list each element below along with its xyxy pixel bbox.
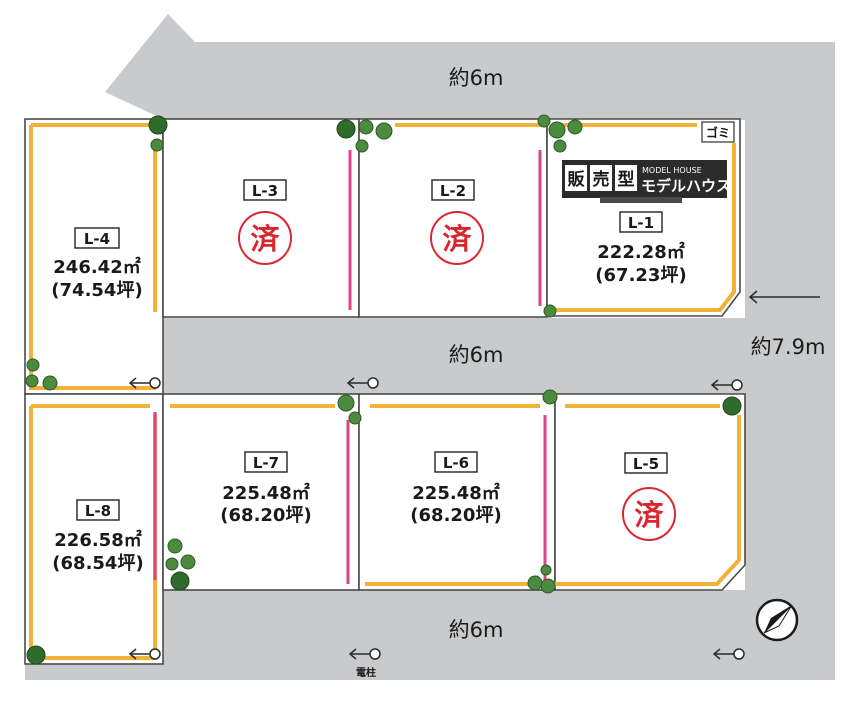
tree-icon: [42, 375, 58, 391]
lot-area-L-1: 222.28㎡: [597, 241, 684, 263]
lot-outlines: [24, 118, 746, 665]
tree-icon: [548, 121, 566, 139]
tree-icon: [375, 122, 393, 140]
lot-tsubo-L-4: (74.54坪): [51, 280, 142, 301]
utility-pole-label: 電柱: [356, 666, 376, 679]
entrance-arrow-icon: [348, 648, 381, 660]
road-bottom: [160, 590, 750, 680]
lot-labels: L-1 222.28㎡ (67.23坪) L-2 済 L-3 済 L-4 246…: [51, 179, 687, 574]
fence-lines: [153, 150, 547, 584]
tree-icon: [542, 389, 558, 405]
model-house-badge: 販 売 型 MODEL HOUSE モデルハウス: [562, 160, 731, 203]
lot-outline-L-7: [162, 393, 360, 591]
tree-icon: [150, 138, 164, 152]
entrance-arrow-icon: [128, 648, 161, 660]
model-house-char-1: 販: [568, 169, 586, 190]
tree-icon: [337, 394, 355, 412]
road-top: [105, 14, 745, 120]
road-bottom-left: [25, 663, 165, 680]
model-house-char-3: 型: [618, 169, 635, 190]
entrance-arrows: [128, 290, 820, 660]
tree-icon: [540, 578, 556, 594]
roads: [25, 14, 835, 680]
lot-label-L-5: L-5: [633, 455, 659, 473]
compass-icon: [755, 598, 799, 642]
lot-tsubo-L-7: (68.20坪): [220, 505, 311, 526]
trees: [25, 114, 742, 665]
tree-icon: [722, 396, 742, 416]
lot-label-L-7: L-7: [253, 454, 279, 472]
model-house-char-2: 売: [593, 169, 610, 190]
lot-area-L-7: 225.48㎡: [222, 482, 309, 504]
lot-area-L-6: 225.48㎡: [412, 482, 499, 504]
entrance-arrow-icon: [748, 290, 820, 304]
lot-area-L-8: 226.58㎡: [54, 529, 141, 551]
lot-label-L-2: L-2: [440, 182, 466, 200]
tree-icon: [25, 374, 39, 388]
road-middle: [160, 318, 750, 394]
lot-tsubo-L-8: (68.54坪): [52, 553, 143, 574]
sold-stamp-L-2: [430, 211, 484, 265]
lot-area-L-4: 246.42㎡: [53, 256, 140, 278]
entrance-arrow-icon: [346, 377, 379, 389]
sold-mark-L-5: 済: [634, 498, 664, 532]
tree-icon: [26, 645, 46, 665]
garbage-label: ゴミ: [706, 125, 730, 140]
lot-label-L-6: L-6: [443, 454, 469, 472]
road-right: [725, 42, 835, 680]
tree-icon: [540, 564, 552, 576]
model-house-japanese: モデルハウス: [641, 177, 731, 195]
model-house-english: MODEL HOUSE: [642, 166, 702, 175]
tree-icon: [180, 554, 196, 570]
tree-icon: [165, 557, 179, 571]
entrance-arrow-icon: [128, 377, 161, 389]
road-width-right: 約7.9m: [751, 335, 826, 359]
tree-icon: [358, 119, 374, 135]
sold-stamp-L-5: [622, 487, 676, 541]
sold-mark-L-2: 済: [442, 222, 472, 256]
lot-tsubo-L-1: (67.23坪): [595, 265, 686, 286]
lot-label-L-4: L-4: [84, 230, 110, 248]
tree-icon: [26, 358, 40, 372]
lot-label-L-8: L-8: [85, 502, 111, 520]
sold-stamp-L-3: [238, 211, 292, 265]
road-width-top: 約6m: [449, 66, 504, 90]
tree-icon: [553, 139, 567, 153]
tree-icon: [355, 139, 369, 153]
tree-icon: [170, 571, 190, 591]
entrance-arrow-icon: [712, 648, 745, 660]
tree-icon: [567, 119, 583, 135]
sold-mark-L-3: 済: [250, 222, 280, 256]
entrance-arrow-icon: [710, 379, 743, 391]
tree-icon: [527, 575, 543, 591]
tree-icon: [543, 304, 557, 318]
lot-label-L-3: L-3: [252, 182, 278, 200]
tree-icon: [167, 538, 183, 554]
lot-outline-L-8: [24, 393, 164, 665]
lot-tsubo-L-6: (68.20坪): [410, 505, 501, 526]
tree-icon: [336, 119, 356, 139]
lot-outline-L-6: [358, 393, 556, 591]
road-labels: 約6m 約6m 約6m 約7.9m: [449, 66, 826, 642]
lot-label-L-1: L-1: [628, 214, 654, 232]
road-width-middle: 約6m: [449, 343, 504, 367]
tree-icon: [348, 411, 362, 425]
road-width-bottom: 約6m: [449, 618, 504, 642]
tree-icon: [537, 114, 551, 128]
tree-icon: [148, 115, 168, 135]
garbage-area: ゴミ: [701, 121, 735, 143]
